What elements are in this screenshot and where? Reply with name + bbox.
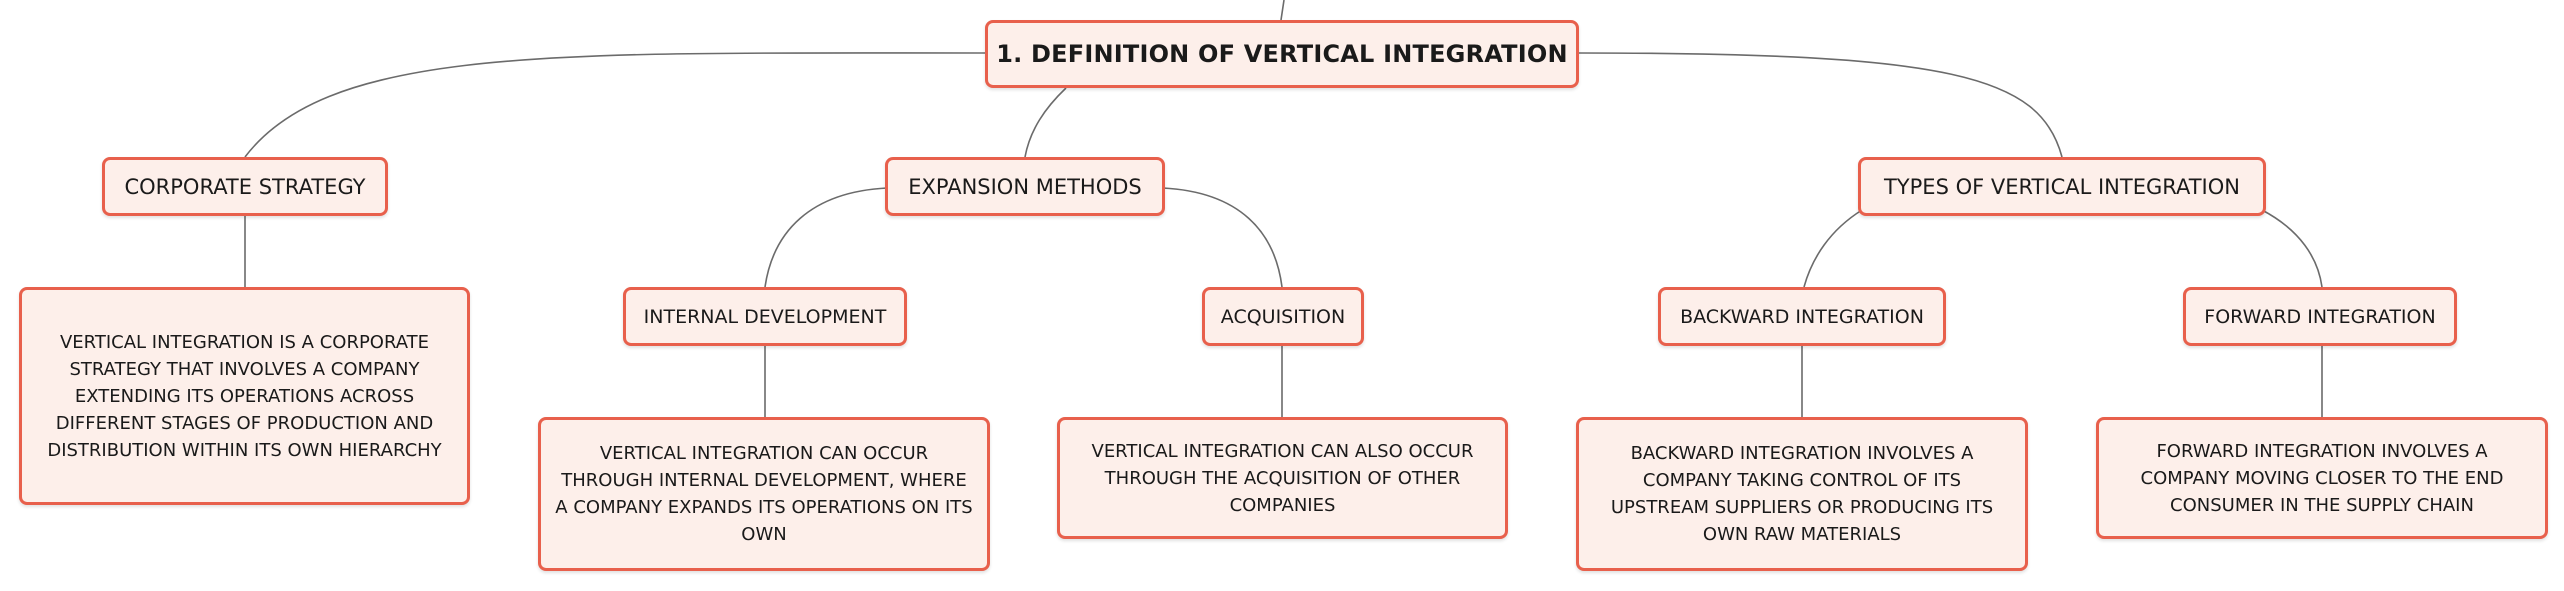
forward-integration-description: FORWARD INTEGRATION INVOLVES A COMPANY M…	[2140, 440, 2504, 516]
internal-development-label: INTERNAL DEVELOPMENT	[643, 305, 887, 328]
node-corporate-strategy[interactable]: CORPORATE STRATEGY	[102, 157, 388, 216]
acquisition-description: VERTICAL INTEGRATION CAN ALSO OCCUR THRO…	[1091, 440, 1474, 516]
backward-integration-label: BACKWARD INTEGRATION	[1680, 305, 1924, 328]
node-backward-integration[interactable]: BACKWARD INTEGRATION	[1658, 287, 1946, 346]
connector-root-to-corporate-strategy	[244, 52, 986, 158]
connector-expansion-to-internal	[764, 187, 888, 288]
connector-types-to-backward	[1803, 209, 1863, 288]
connector-root-to-expansion-methods	[1024, 87, 1067, 158]
node-forward-integration[interactable]: FORWARD INTEGRATION	[2183, 287, 2457, 346]
root-node[interactable]: 1. DEFINITION OF VERTICAL INTEGRATION	[985, 20, 1579, 88]
corporate-strategy-label: CORPORATE STRATEGY	[124, 174, 366, 199]
connector-types-to-forward	[2261, 209, 2323, 288]
forward-integration-label: FORWARD INTEGRATION	[2204, 305, 2436, 328]
leaf-internal-development-description[interactable]: VERTICAL INTEGRATION CAN OCCUR THROUGH I…	[538, 417, 990, 571]
types-label: TYPES OF VERTICAL INTEGRATION	[1883, 174, 2240, 199]
internal-development-description: VERTICAL INTEGRATION CAN OCCUR THROUGH I…	[555, 443, 973, 545]
root-label: 1. DEFINITION OF VERTICAL INTEGRATION	[996, 40, 1568, 68]
leaf-acquisition-description[interactable]: VERTICAL INTEGRATION CAN ALSO OCCUR THRO…	[1057, 417, 1508, 539]
leaf-backward-integration-description[interactable]: BACKWARD INTEGRATION INVOLVES A COMPANY …	[1576, 417, 2028, 571]
connector-root-to-types	[1578, 52, 2063, 158]
node-acquisition[interactable]: ACQUISITION	[1202, 287, 1364, 346]
connector-parent-to-root	[1280, 0, 1285, 21]
connector-expansion-to-acquisition	[1162, 187, 1283, 288]
node-internal-development[interactable]: INTERNAL DEVELOPMENT	[623, 287, 907, 346]
backward-integration-description: BACKWARD INTEGRATION INVOLVES A COMPANY …	[1610, 443, 1994, 545]
leaf-forward-integration-description[interactable]: FORWARD INTEGRATION INVOLVES A COMPANY M…	[2096, 417, 2548, 539]
node-types-of-vertical-integration[interactable]: TYPES OF VERTICAL INTEGRATION	[1858, 157, 2266, 216]
expansion-methods-label: EXPANSION METHODS	[908, 174, 1142, 199]
node-expansion-methods[interactable]: EXPANSION METHODS	[885, 157, 1165, 216]
leaf-corporate-strategy-description[interactable]: VERTICAL INTEGRATION IS A CORPORATE STRA…	[19, 287, 470, 505]
corporate-strategy-description: VERTICAL INTEGRATION IS A CORPORATE STRA…	[47, 331, 442, 461]
acquisition-label: ACQUISITION	[1220, 305, 1346, 328]
